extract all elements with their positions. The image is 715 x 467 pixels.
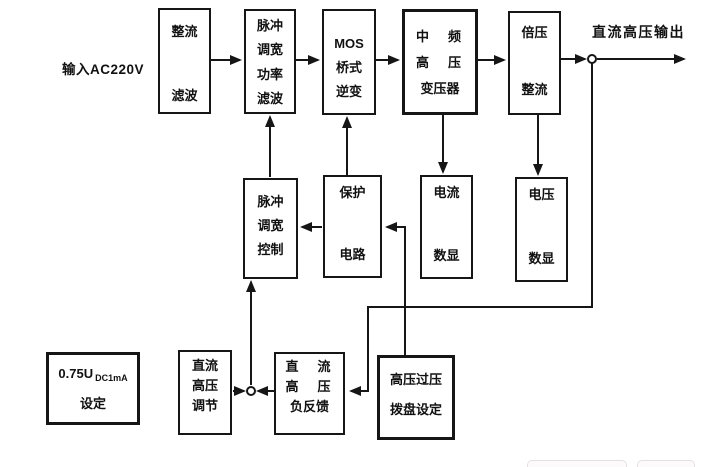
box-line: 电路 xyxy=(339,247,366,262)
box-line: 脉冲 xyxy=(257,194,284,209)
box-line: 数显 xyxy=(528,251,555,266)
box-dc-hv-adjust: 直流 高压 调节 xyxy=(178,350,232,435)
partial-button[interactable] xyxy=(637,460,695,467)
box-line: 直 流 xyxy=(285,359,334,374)
partial-button[interactable] xyxy=(527,460,627,467)
box-pwm-power-filter: 脉冲 调宽 功率 滤波 xyxy=(244,9,296,114)
box-line: 桥式 xyxy=(335,60,362,75)
box-rectifier-filter: 整流 滤波 xyxy=(158,8,211,114)
box-line: 高 压 xyxy=(285,379,334,394)
box-line: 高压过压 xyxy=(389,372,442,387)
box-pwm-control: 脉冲 调宽 控制 xyxy=(243,178,298,279)
box-line: 逆变 xyxy=(335,84,362,99)
summing-junction-node xyxy=(246,386,256,396)
box-line: 电压 xyxy=(528,187,555,202)
arrow-overvoltage-to-protection xyxy=(385,222,406,355)
setting-subscript: DC1mA xyxy=(95,372,128,383)
input-ac220v-label: 输入AC220V xyxy=(62,62,145,77)
box-current-digital-display: 电流 数显 xyxy=(420,175,473,279)
box-line: 电流 xyxy=(433,185,460,200)
output-junction-node xyxy=(587,54,597,64)
box-line: MOS xyxy=(334,36,364,51)
box-line: 中 频 xyxy=(415,29,464,44)
box-protection-circuit: 保护 电路 xyxy=(323,175,382,278)
box-line: 负反馈 xyxy=(289,399,329,414)
box-voltage-digital-display: 电压 数显 xyxy=(515,177,568,282)
box-mf-hv-transformer: 中 频 高 压 变压器 xyxy=(402,9,478,115)
box-dc-hv-negative-feedback: 直 流 高 压 负反馈 xyxy=(274,352,345,435)
box-hv-overvoltage-dial-setting: 高压过压 拨盘设定 xyxy=(377,355,455,440)
box-line: 控制 xyxy=(257,242,284,257)
setting-value: 0.75U xyxy=(58,365,94,381)
arrow-output-feedback-path xyxy=(349,63,593,396)
box-line: 整流 xyxy=(521,82,548,97)
box-line: 保护 xyxy=(339,185,366,200)
box-voltage-doubler-rectifier: 倍压 整流 xyxy=(508,11,561,115)
box-line: 高 压 xyxy=(415,55,464,70)
box-line: 调节 xyxy=(191,398,218,413)
box-line: 整流 xyxy=(171,24,198,39)
box-line: 调宽 xyxy=(257,218,284,233)
box-line: 滤波 xyxy=(171,88,198,103)
box-line: 功率 xyxy=(256,66,283,82)
box-line: 调宽 xyxy=(256,42,283,58)
box-line: 脉冲 xyxy=(256,18,283,33)
box-line: 滤波 xyxy=(256,90,283,106)
box-line: 直流 xyxy=(191,358,218,373)
box-mos-bridge-inverter: MOS 桥式 逆变 xyxy=(322,9,376,115)
box-line: 数显 xyxy=(433,248,460,263)
box-line: 拨盘设定 xyxy=(389,402,442,417)
box-line: 倍压 xyxy=(521,25,548,40)
box-line: 变压器 xyxy=(420,81,460,96)
box-line: 高压 xyxy=(191,378,218,393)
dc-hv-output-label: 直流高压输出 xyxy=(592,24,685,40)
box-line: 设定 xyxy=(79,396,106,412)
